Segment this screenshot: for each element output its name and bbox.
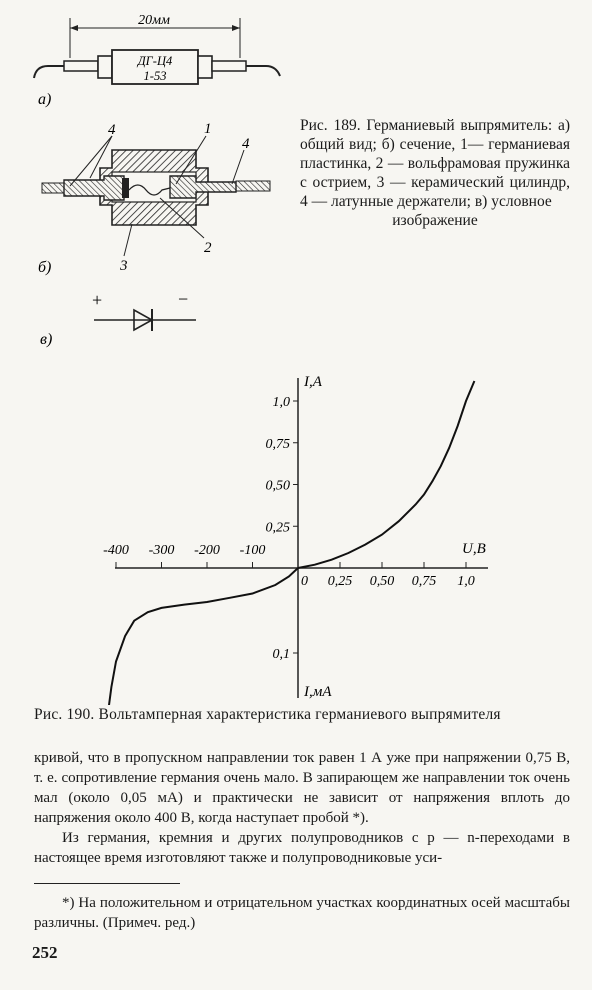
panel-label-a: а): [38, 91, 51, 108]
chart-tick-labels: 0,25 0,50 0,75 1,0 -400 -300 -200 -100 1,0 0,75 0,…: [103, 395, 475, 662]
x-tick-label: 0,75: [412, 574, 437, 589]
diode-symbol: + − в): [40, 289, 196, 348]
y-axis-label: I,A: [303, 374, 323, 390]
y-tick-label: 1,0: [273, 395, 291, 410]
origin-label: 0: [301, 574, 308, 589]
batch-number: 1-53: [144, 69, 167, 83]
x-tick-label: -400: [103, 543, 129, 558]
reverse-series-line: [108, 567, 299, 705]
paragraph-1: кривой, что в пропускном направлении ток…: [34, 750, 570, 826]
y-tick-label: 0,75: [266, 437, 291, 452]
panel-label-b: б): [38, 259, 51, 276]
chart-ticks: [115, 400, 467, 654]
footnote-rule: [34, 883, 180, 884]
callout-2: 2: [204, 240, 212, 256]
x-tick-label: 1,0: [457, 574, 475, 589]
diode-cross-section: 4 1 4 2 3 б): [38, 121, 271, 276]
callout-4-left: 4: [108, 122, 116, 138]
x-axis-label: U,B: [462, 541, 486, 557]
body-text: кривой, что в пропускном направлении ток…: [34, 748, 570, 868]
footnote: *) На положительном и отрицательном учас…: [34, 895, 570, 931]
x-tick-label: -100: [240, 543, 266, 558]
minus-sign: −: [178, 289, 188, 309]
figure-189: 20мм ДГ-Ц4 1-53 а) 4 1 4 2 3 б) +: [33, 13, 281, 348]
part-number: ДГ-Ц4: [137, 54, 173, 68]
y-tick-label: 0,50: [266, 479, 291, 494]
figure-189-caption-text: Рис. 189. Германиевый выпрямитель: а) об…: [300, 117, 570, 210]
page-number: 252: [32, 943, 58, 962]
chart-axes: [115, 378, 488, 698]
forward-series-line: [297, 380, 476, 569]
x-tick-label: 0,50: [370, 574, 395, 589]
dimension-label: 20мм: [138, 13, 170, 28]
figure-189-caption: Рис. 189. Германиевый выпрямитель: а) об…: [300, 116, 570, 230]
x-tick-label: 0,25: [328, 574, 353, 589]
iv-characteristic-chart: 0,25 0,50 0,75 1,0 -400 -300 -200 -100 1,0 0,75 0,…: [103, 374, 488, 705]
y-tick-label: 0,1: [273, 647, 291, 662]
diode-general-view: 20мм ДГ-Ц4 1-53 а): [33, 13, 281, 108]
x-tick-label: -300: [149, 543, 175, 558]
figure-189-caption-end: изображение: [392, 212, 478, 229]
y-tick-label: 0,25: [266, 520, 291, 535]
panel-label-c: в): [40, 331, 52, 348]
plus-sign: +: [92, 290, 102, 310]
paragraph-2: Из германия, кремния и других полупровод…: [34, 830, 570, 866]
callout-4-right: 4: [242, 136, 250, 152]
callout-1: 1: [204, 121, 212, 137]
callout-3: 3: [119, 258, 128, 274]
y-axis-negative-label: I,мA: [303, 684, 332, 700]
x-tick-label: -200: [194, 543, 220, 558]
figure-190-caption: Рис. 190. Вольтамперная характеристика г…: [34, 706, 501, 723]
